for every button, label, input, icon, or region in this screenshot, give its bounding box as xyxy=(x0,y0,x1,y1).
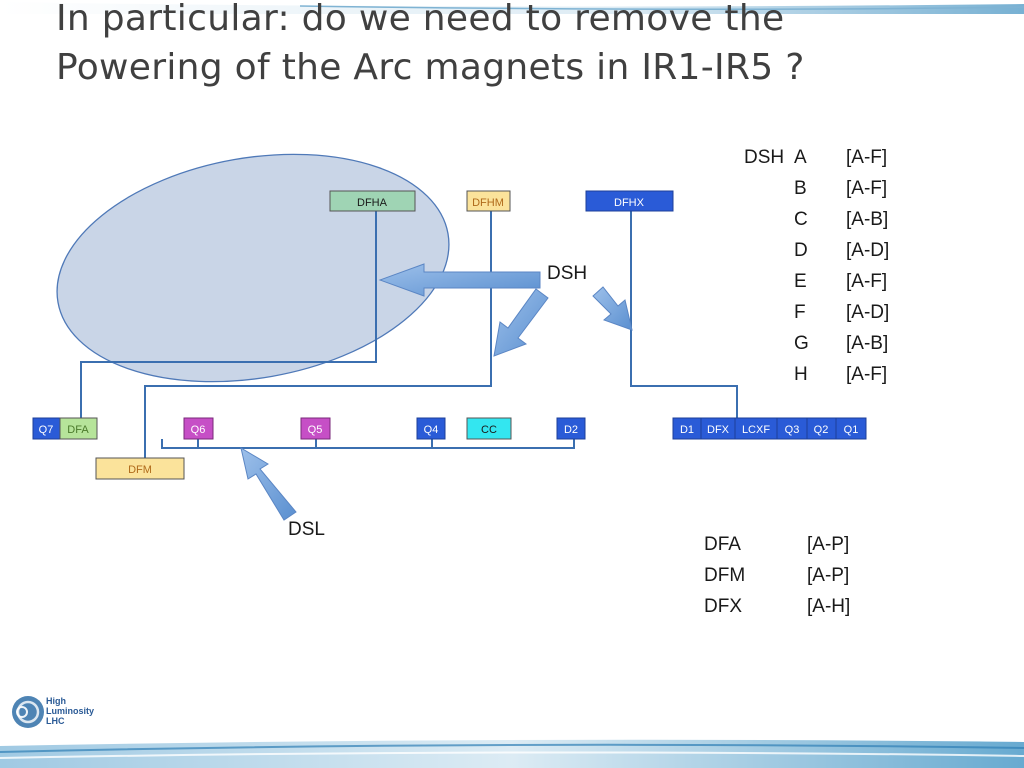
dfa-label: DFA xyxy=(67,424,89,436)
dsh-row-id: F xyxy=(794,302,806,323)
hl-lhc-logo: High Luminosity LHC xyxy=(10,692,110,732)
dfx-box: DFX xyxy=(700,417,736,440)
dsl-label: DSL xyxy=(288,519,325,540)
d1-box: D1 xyxy=(672,417,702,440)
dsh-row-id: C xyxy=(794,209,808,230)
q7-box: Q7 xyxy=(32,417,61,440)
df-row-range: [A-P] xyxy=(807,565,850,586)
q6-label: Q6 xyxy=(191,424,206,436)
cc-label: CC xyxy=(481,424,497,436)
df-table: DFA [A-P] DFM [A-P] DFX [A-H] xyxy=(704,529,850,622)
dfx-label: DFX xyxy=(707,424,730,436)
q5-label: Q5 xyxy=(308,424,323,436)
logo-line-2: Luminosity xyxy=(46,706,94,716)
q6-box: Q6 xyxy=(183,417,214,440)
dsh-row-id: G xyxy=(794,333,809,354)
dsh-row-id: D xyxy=(794,240,808,261)
dsh-row-range: [A-B] xyxy=(846,209,889,230)
dsh-heading: DSH xyxy=(744,147,785,168)
dfhx-label: DFHX xyxy=(614,197,645,209)
dsl-arrow xyxy=(240,446,297,521)
dfhm-label: DFHM xyxy=(472,197,504,209)
bottom-decorative-band xyxy=(0,739,1024,768)
dsh-table-row: B [A-F] xyxy=(744,173,889,204)
dsh-row-range: [A-B] xyxy=(846,333,889,354)
cc-box: CC xyxy=(466,417,512,440)
dsh-row-range: [A-F] xyxy=(846,271,888,292)
connection-lines xyxy=(80,211,738,458)
dfha-label: DFHA xyxy=(357,197,388,209)
dsh-down-arrow xyxy=(493,288,549,357)
dsh-left-arrow xyxy=(378,263,541,297)
dsh-right-arrow xyxy=(592,286,633,331)
dsh-row-range: [A-D] xyxy=(846,240,890,261)
q3-label: Q3 xyxy=(785,424,800,436)
lcxf-box: LCXF xyxy=(734,417,778,440)
dsh-table-row: DSH A [A-F] xyxy=(744,142,889,173)
df-row-id: DFX xyxy=(704,596,742,617)
dsh-row-id: B xyxy=(794,178,807,199)
dsh-table: DSH A [A-F] B [A-F] C [A-B] D [A-D] E [A… xyxy=(744,142,889,390)
dsh-table-row: H [A-F] xyxy=(744,359,889,390)
dfhx-box: DFHX xyxy=(585,190,674,212)
dfa-box: DFA xyxy=(59,417,98,440)
dsh-table-row: F [A-D] xyxy=(744,297,889,328)
dsh-table-row: C [A-B] xyxy=(744,204,889,235)
q4-box: Q4 xyxy=(416,417,446,440)
dsh-table-row: D [A-D] xyxy=(744,235,889,266)
dsh-table-row: E [A-F] xyxy=(744,266,889,297)
top-decorative-band xyxy=(0,2,1024,14)
df-table-row: DFA [A-P] xyxy=(704,529,850,560)
logo-line-1: High xyxy=(46,696,66,706)
d1-label: D1 xyxy=(680,424,694,436)
dsh-row-range: [A-F] xyxy=(846,147,888,168)
q2-box: Q2 xyxy=(806,417,837,440)
df-row-range: [A-H] xyxy=(807,596,851,617)
dfhm-box: DFHM xyxy=(466,190,511,212)
arc-magnets-highlight-ellipse xyxy=(56,153,450,383)
dsh-row-range: [A-D] xyxy=(846,302,890,323)
dsh-label: DSH xyxy=(547,263,588,284)
dsh-row-id: H xyxy=(794,364,808,385)
d2-box: D2 xyxy=(556,417,586,440)
dsh-table-row: G [A-B] xyxy=(744,328,889,359)
q1-box: Q1 xyxy=(835,417,867,440)
slide-title: In particular: do we need to remove the … xyxy=(56,0,805,92)
d2-label: D2 xyxy=(564,424,578,436)
lcxf-label: LCXF xyxy=(742,424,770,436)
logo-line-3: LHC xyxy=(46,716,65,726)
dfm-box: DFM xyxy=(95,457,185,480)
df-table-row: DFX [A-H] xyxy=(704,591,850,622)
dsh-row-id: A xyxy=(794,147,807,168)
df-row-id: DFA xyxy=(704,534,741,555)
q7-label: Q7 xyxy=(39,424,54,436)
df-table-row: DFM [A-P] xyxy=(704,560,850,591)
logo-emblem-icon: High Luminosity LHC xyxy=(12,696,94,728)
df-row-range: [A-P] xyxy=(807,534,850,555)
q2-label: Q2 xyxy=(814,424,829,436)
df-row-id: DFM xyxy=(704,565,746,586)
dfm-label: DFM xyxy=(128,464,152,476)
q1-label: Q1 xyxy=(844,424,859,436)
dsh-row-range: [A-F] xyxy=(846,178,888,199)
dsh-row-id: E xyxy=(794,271,807,292)
dsh-row-range: [A-F] xyxy=(846,364,888,385)
dfha-box: DFHA xyxy=(329,190,416,212)
q4-label: Q4 xyxy=(424,424,439,436)
q3-box: Q3 xyxy=(776,417,808,440)
q5-box: Q5 xyxy=(300,417,331,440)
title-line-2: Powering of the Arc magnets in IR1-IR5 ? xyxy=(56,47,805,88)
title-line-1: In particular: do we need to remove the xyxy=(56,0,785,39)
arrows xyxy=(240,263,633,521)
